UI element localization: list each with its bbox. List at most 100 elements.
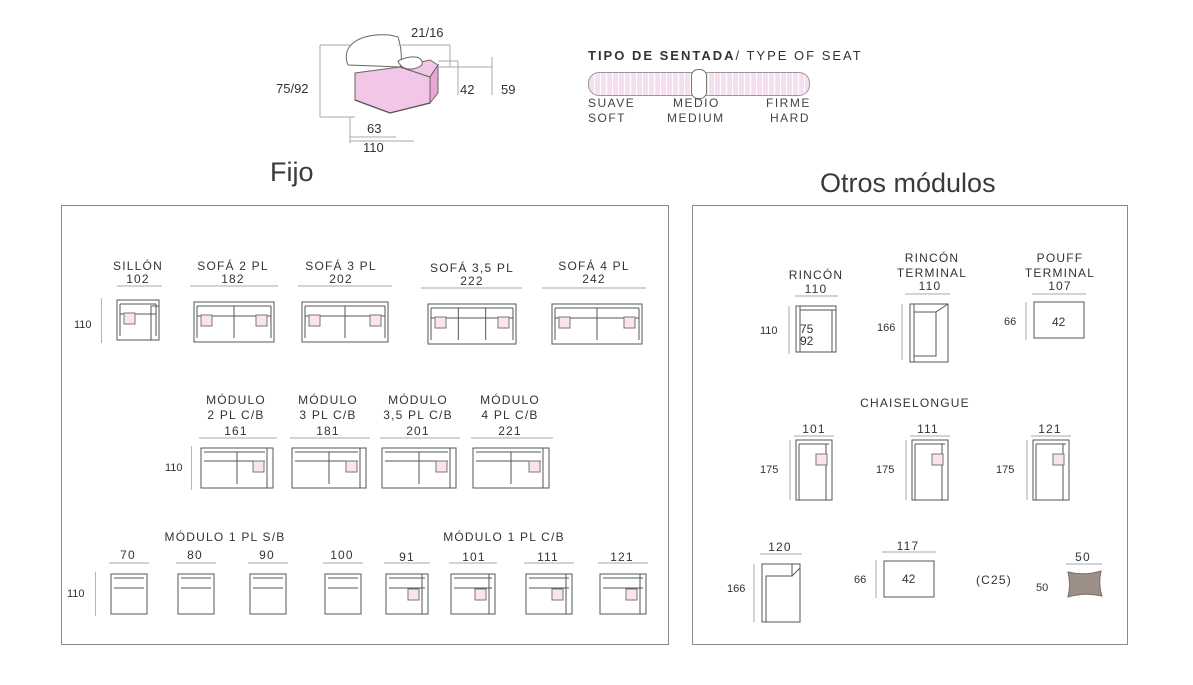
- row2-line1-3: MÓDULO: [480, 393, 540, 407]
- section-title-otros: Otros módulos: [820, 168, 996, 198]
- chaise-111-drawing-pillow: [931, 453, 944, 466]
- rincon-drawing: [795, 305, 837, 353]
- row2-line1-0: MÓDULO: [206, 393, 266, 407]
- row1-width-4: 242: [582, 272, 606, 286]
- row2-height-label: 110: [165, 462, 183, 474]
- sofa-2pl-drawing: [193, 301, 275, 343]
- sofa-35pl-drawing-pillow-r: [497, 316, 510, 329]
- sofa-4pl-drawing-pillow-l: [558, 316, 571, 329]
- chaise-width-0: 101: [802, 422, 826, 436]
- corner-bottom-inner: [765, 564, 793, 622]
- m1c-121-drawing: [599, 573, 647, 615]
- sofa-35pl-drawing: [427, 303, 517, 345]
- row3-width-0: 70: [120, 548, 136, 562]
- row3-width-7: 121: [610, 550, 634, 564]
- chaise-height-0: 175: [760, 464, 779, 476]
- row1-name-2: SOFÁ 3 PL: [305, 259, 377, 273]
- row3-group-cb: MÓDULO 1 PL C/B: [443, 530, 565, 544]
- seat-medium-en: MEDIUM: [667, 111, 725, 125]
- row2-width-3: 221: [498, 424, 522, 438]
- row1-width-0: 102: [126, 272, 150, 286]
- row1-height-label: 110: [74, 319, 92, 331]
- m1c-121-drawing-pillow: [625, 588, 638, 601]
- cushion-code: (C25): [975, 573, 1012, 587]
- pouff-terminal-line2: TERMINAL: [1024, 266, 1096, 280]
- chaise-101-drawing: [795, 439, 833, 501]
- cushion-height: 50: [1036, 582, 1049, 594]
- sillon-drawing-pillow-l: [123, 312, 136, 325]
- pouff-bottom-inner: 42: [902, 572, 916, 586]
- chaise-101-drawing-pillow: [815, 453, 828, 466]
- row3-width-4: 91: [399, 550, 415, 564]
- row3-width-2: 90: [259, 548, 275, 562]
- top-dim-seat-height: 59: [501, 82, 516, 97]
- row2-line1-1: MÓDULO: [298, 393, 358, 407]
- rincon-inner-bottom: 92: [800, 334, 814, 348]
- modulo-4pl-drawing: [472, 447, 550, 489]
- modulo-2pl-drawing-pillow: [252, 460, 265, 473]
- row1-name-0: SILLÓN: [113, 259, 163, 273]
- sofa-3pl-drawing: [301, 301, 389, 343]
- row2-width-2: 201: [406, 424, 430, 438]
- row2-height-line: [191, 446, 192, 490]
- m1-100-drawing: [324, 573, 362, 615]
- m1c-111-drawing: [525, 573, 573, 615]
- corner-bottom-chamfer: [791, 567, 801, 577]
- rincon-terminal-drawing: [909, 303, 949, 363]
- seat-hard-en: HARD: [770, 111, 811, 125]
- rincon-terminal-line1: RINCÓN: [904, 251, 960, 265]
- chaise-121-drawing: [1032, 439, 1070, 501]
- pouff-terminal-line1: POUFF: [1036, 251, 1084, 265]
- rincon-terminal-line2: TERMINAL: [896, 266, 968, 280]
- pouff-bottom-width: 117: [896, 539, 920, 553]
- seat-type-title: TIPO DE SENTADA/ TYPE OF SEAT: [588, 48, 863, 63]
- rincon-terminal-seat: [914, 311, 937, 357]
- sofa-35pl-drawing-pillow-l: [434, 316, 447, 329]
- top-dim-seat-depth: 63: [367, 121, 382, 136]
- row2-width-0: 161: [224, 424, 248, 438]
- row3-group-sb: MÓDULO 1 PL S/B: [164, 530, 286, 544]
- seat-type-title-rest: / TYPE OF SEAT: [735, 48, 863, 63]
- rincon-height: 110: [760, 325, 778, 337]
- row2-line2-3: 4 PL C/B: [481, 408, 539, 422]
- modulo-35pl-drawing: [381, 447, 457, 489]
- top-dim-depth-back: 21/16: [411, 25, 444, 40]
- row2-line2-1: 3 PL C/B: [299, 408, 357, 422]
- row3-width-6: 111: [537, 550, 559, 564]
- modulo-4pl-drawing-pillow: [528, 460, 541, 473]
- row3-width-3: 100: [330, 548, 354, 562]
- row1-name-1: SOFÁ 2 PL: [197, 259, 269, 273]
- row1-width-1: 182: [221, 272, 245, 286]
- row1-name-3: SOFÁ 3,5 PL: [430, 261, 514, 275]
- seat-firmness-knob: [691, 69, 707, 99]
- row3-width-5: 101: [462, 550, 486, 564]
- chaise-height-1: 175: [876, 464, 895, 476]
- m1c-91-drawing: [385, 573, 429, 615]
- row2-line2-2: 3,5 PL C/B: [383, 408, 453, 422]
- seat-soft-es: SUAVE: [588, 96, 636, 110]
- modulo-3pl-drawing: [291, 447, 367, 489]
- corner-bottom-height: 166: [727, 583, 746, 595]
- chaiselongue-title: CHAISELONGUE: [860, 396, 970, 410]
- pouff-bottom-drawing: [883, 560, 935, 598]
- sofa-3pl-drawing-pillow-l: [308, 314, 321, 327]
- rincon-terminal-height: 166: [877, 322, 896, 334]
- row2-line1-2: MÓDULO: [388, 393, 448, 407]
- chaise-111-drawing: [911, 439, 949, 501]
- rincon-width: 110: [804, 282, 828, 296]
- sofa-2pl-drawing-pillow-r: [255, 314, 268, 327]
- row3-height-line: [95, 572, 96, 616]
- chaise-width-1: 111: [917, 422, 939, 436]
- rincon-name: RINCÓN: [788, 268, 844, 282]
- m1-80-drawing: [177, 573, 215, 615]
- row3-height-label: 110: [67, 588, 85, 600]
- sofa-4pl-drawing: [551, 303, 643, 345]
- top-dim-total-depth: 110: [363, 140, 384, 155]
- m1c-91-drawing-pillow: [407, 588, 420, 601]
- rincon-inner-top: 75: [800, 322, 814, 336]
- seat-soft-en: SOFT: [588, 111, 626, 125]
- seat-type-title-bold: TIPO DE SENTADA: [588, 48, 736, 63]
- chaise-width-2: 121: [1038, 422, 1062, 436]
- seat-medium-es: MEDIO: [673, 96, 720, 110]
